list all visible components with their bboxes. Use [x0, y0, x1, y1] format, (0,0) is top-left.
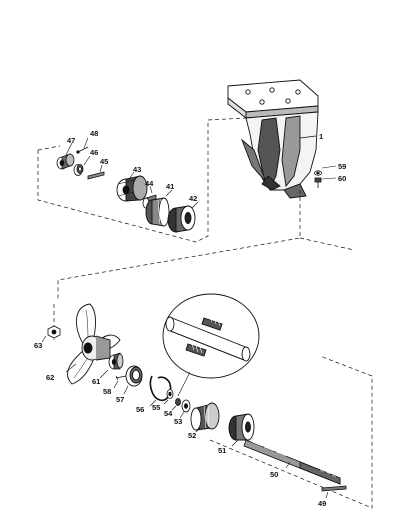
part-49-shaft-pin [321, 485, 347, 492]
part-label-55: 55 [152, 403, 160, 412]
part-43-pinion-gear [116, 175, 148, 202]
detail-inset-shaft [162, 293, 260, 379]
part-label-47: 47 [67, 136, 75, 145]
part-55-washer [166, 389, 174, 399]
part-label-61: 61 [92, 377, 100, 386]
part-label-42: 42 [189, 194, 197, 203]
part-50-propeller-shaft [243, 439, 341, 485]
part-45-shaft-pin [87, 171, 105, 180]
part-label-53: 53 [174, 417, 182, 426]
assembly-dashed-boundaries [37, 117, 373, 509]
part-label-49: 49 [318, 499, 326, 508]
part-label-46: 46 [90, 148, 98, 157]
part-label-1: 1 [319, 132, 323, 141]
part-label-52: 52 [188, 431, 196, 440]
part-label-45: 45 [100, 157, 108, 166]
part-59-washer [314, 170, 322, 176]
part-label-54: 54 [164, 409, 173, 418]
part-58-cotter-pin [115, 375, 127, 381]
part-46-seal [73, 164, 84, 176]
part-label-44: 44 [145, 179, 154, 188]
part-48-pin [76, 146, 89, 154]
part-label-63: 63 [34, 341, 42, 350]
part-41-bevel-gear [145, 197, 170, 227]
part-label-56: 56 [136, 405, 144, 414]
part-label-57: 57 [116, 395, 124, 404]
part-label-48: 48 [90, 129, 98, 138]
part-label-50: 50 [270, 470, 278, 479]
part-label-58: 58 [103, 387, 111, 396]
part-52-forward-gear [190, 402, 220, 431]
part-51-bearing [228, 413, 255, 441]
part-47-bushing [56, 153, 75, 170]
part-63-nut [47, 325, 61, 339]
part-54-key [175, 398, 181, 406]
part-62-propeller [67, 303, 121, 385]
part-label-59: 59 [338, 162, 346, 171]
part-label-60: 60 [338, 174, 346, 183]
part-label-62: 62 [46, 373, 54, 382]
part-57-ring [125, 365, 143, 387]
part-61-thrust-hub [108, 352, 124, 370]
part-42-bearing [167, 205, 196, 233]
part-label-41: 41 [166, 182, 174, 191]
part-60-screw [314, 177, 322, 188]
part-label-51: 51 [218, 446, 226, 455]
part-label-43: 43 [133, 165, 141, 174]
gear-housing [227, 79, 319, 199]
part-53-seal [181, 399, 191, 413]
